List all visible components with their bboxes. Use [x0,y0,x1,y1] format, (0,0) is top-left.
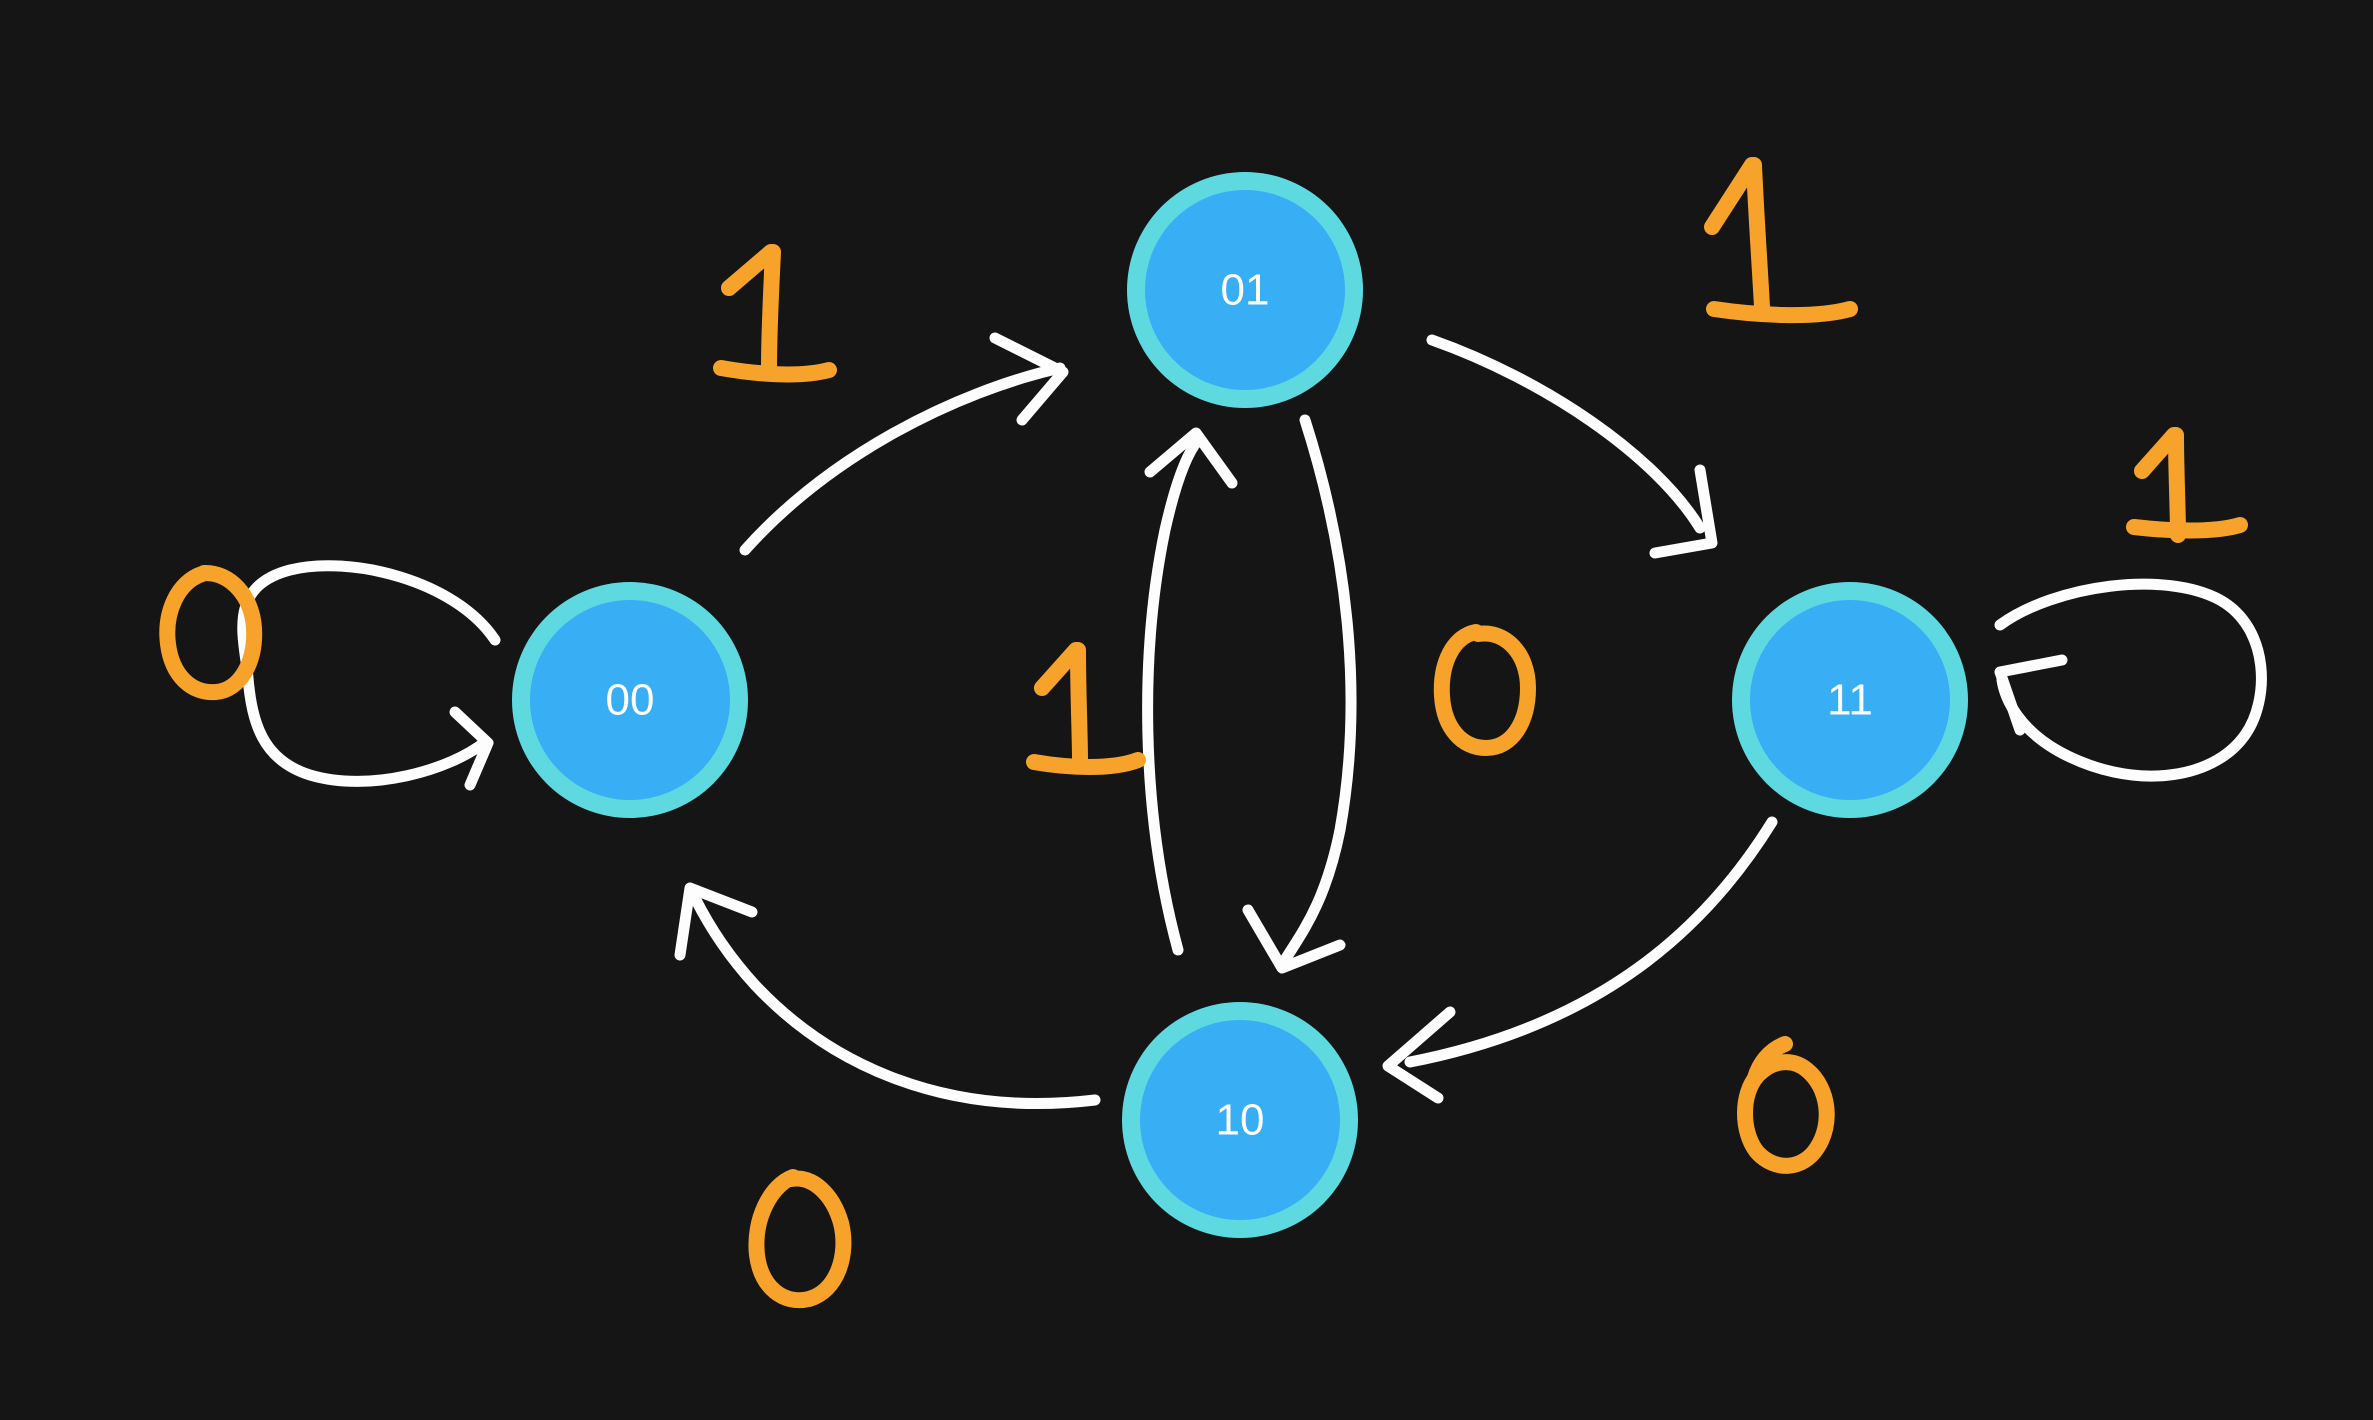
transition-00-to-01[interactable] [739,332,1069,556]
transition-10-to-00[interactable] [674,882,1101,1109]
transition-01-to-10[interactable] [1242,414,1357,974]
transition-11-to-10[interactable] [1382,816,1778,1104]
transition-label-10-to-01 [1026,642,1146,775]
transition-11-to-11[interactable] [1994,578,2267,782]
state-node-01[interactable]: 01 [1127,172,1363,408]
transition-10-to-01[interactable] [1142,427,1238,956]
state-node-11-label: 11 [1827,676,1873,725]
state-node-00[interactable]: 00 [512,582,748,818]
transition-label-01-to-11 [1704,157,1858,324]
transition-label-01-to-10 [1433,624,1536,756]
state-node-10-label: 10 [1216,1096,1265,1145]
transition-label-11-to-11 [2126,427,2248,543]
transition-label-11-to-10 [1737,1036,1835,1174]
state-node-01-label: 01 [1221,266,1270,315]
state-node-00-label: 00 [606,676,655,725]
transition-label-10-to-00 [748,1169,852,1309]
transition-00-to-00[interactable] [237,560,501,791]
transition-label-00-to-00 [159,565,263,701]
transition-label-00-to-01 [713,244,837,383]
state-node-10[interactable]: 10 [1122,1002,1358,1238]
state-node-11[interactable]: 11 [1732,582,1968,818]
transition-01-to-11[interactable] [1426,334,1718,559]
